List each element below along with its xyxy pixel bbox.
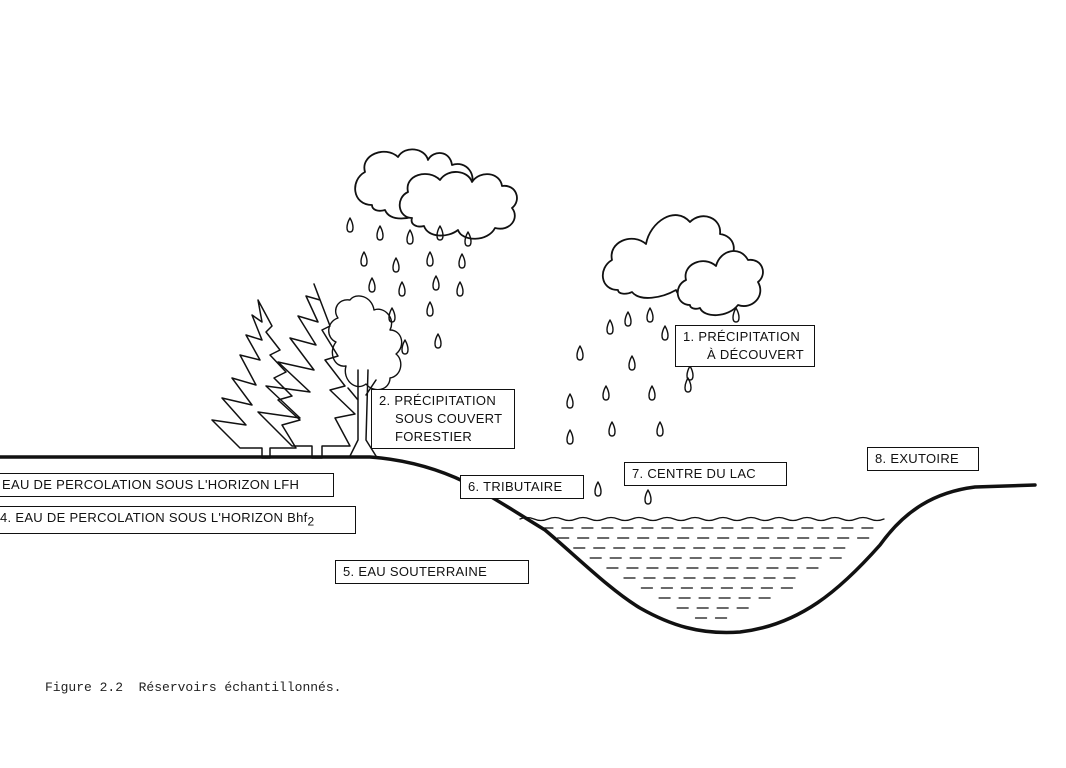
raindrop-icon — [608, 421, 616, 437]
raindrop-icon — [661, 325, 669, 341]
raindrop-icon — [432, 275, 440, 291]
raindrop-icon — [648, 385, 656, 401]
raindrop-icon — [628, 355, 636, 371]
label-2-line-3: FORESTIER — [395, 429, 473, 444]
raindrop-icon — [368, 277, 376, 293]
raindrop-icon — [392, 257, 400, 273]
lake-water-icon — [541, 527, 874, 619]
raindrop-icon — [566, 393, 574, 409]
label-1-line-2: À DÉCOUVERT — [707, 347, 804, 362]
label-3-text: EAU DE PERCOLATION SOUS L'HORIZON LFH — [2, 477, 300, 492]
label-1-precipitation-open: 1. PRÉCIPITATION À DÉCOUVERT — [675, 325, 815, 367]
label-5-groundwater: 5. EAU SOUTERRAINE — [335, 560, 529, 584]
label-5-text: 5. EAU SOUTERRAINE — [343, 564, 488, 579]
raindrop-icon — [602, 385, 610, 401]
raindrop-icon — [656, 421, 664, 437]
label-8-outlet: 8. EXUTOIRE — [867, 447, 979, 471]
raindrop-icon — [646, 307, 654, 323]
raindrop-icon — [684, 377, 692, 393]
raindrop-icon — [606, 319, 614, 335]
raindrop-icon — [360, 251, 368, 267]
cloud-icon — [354, 148, 518, 240]
raindrop-icon — [458, 253, 466, 269]
label-7-text: 7. CENTRE DU LAC — [632, 466, 756, 481]
label-1-line-1: 1. PRÉCIPITATION — [683, 329, 801, 344]
raindrop-icon — [644, 489, 652, 505]
raindrop-icon — [406, 229, 414, 245]
raindrop-icon — [624, 311, 632, 327]
cloud-icon — [602, 214, 764, 317]
raindrop-icon — [594, 481, 602, 497]
label-7-lake-center: 7. CENTRE DU LAC — [624, 462, 787, 486]
raindrop-icon — [376, 225, 384, 241]
raindrop-icon — [732, 307, 740, 323]
lake-surface — [519, 516, 885, 522]
label-8-text: 8. EXUTOIRE — [875, 451, 959, 466]
raindrop-icon — [434, 333, 442, 349]
label-2-line-1: 2. PRÉCIPITATION — [379, 393, 497, 408]
raindrop-icon — [426, 301, 434, 317]
conifer-tree-icon — [211, 299, 301, 459]
raindrop-icon — [576, 345, 584, 361]
raindrop-icon — [436, 225, 444, 241]
label-4-percolation-bhf2: 4. EAU DE PERCOLATION SOUS L'HORIZON Bhf… — [0, 506, 356, 534]
raindrop-icon — [398, 281, 406, 297]
label-4-text: 4. EAU DE PERCOLATION SOUS L'HORIZON Bhf — [0, 510, 308, 525]
raindrop-icon — [426, 251, 434, 267]
label-6-tributary: 6. TRIBUTAIRE — [460, 475, 584, 499]
label-2-line-2: SOUS COUVERT — [395, 411, 503, 426]
label-4-subscript: 2 — [307, 514, 315, 529]
raindrop-icon — [464, 231, 472, 247]
label-6-text: 6. TRIBUTAIRE — [468, 479, 563, 494]
label-3-percolation-lfh: EAU DE PERCOLATION SOUS L'HORIZON LFH — [0, 473, 334, 497]
figure-caption: Figure 2.2 Réservoirs échantillonnés. — [45, 680, 342, 695]
conifer-tree-icon — [257, 283, 356, 459]
raindrop-icon — [686, 365, 694, 381]
raindrop-icon — [346, 217, 354, 233]
label-2-precipitation-forest: 2. PRÉCIPITATION SOUS COUVERT FORESTIER — [371, 389, 515, 449]
raindrop-icon — [456, 281, 464, 297]
raindrop-icon — [566, 429, 574, 445]
raindrop-icon — [401, 339, 409, 355]
